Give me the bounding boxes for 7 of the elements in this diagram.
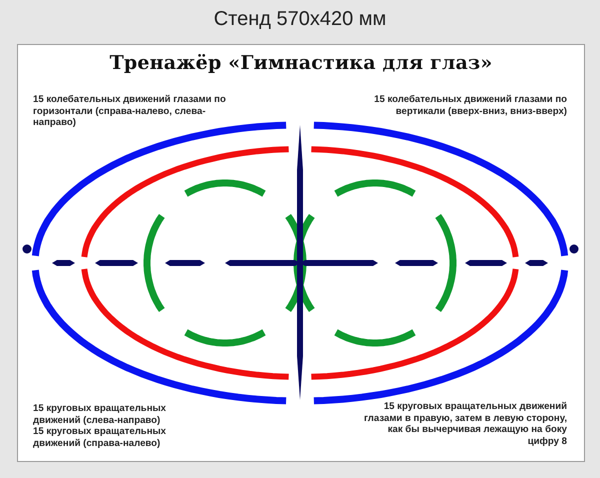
note-text: 15 круговых вращательных движений (слева-направо)	[33, 403, 168, 426]
note-text: 15 колебательных движений глазами по вертикали (вверх-вниз, вниз-вверх)	[373, 94, 567, 117]
note-text: 15 круговых вращательных движений глазами в правую, затем в левую сторону, как бы вычерчивая лежащую на боку цифру 8	[363, 401, 567, 447]
stand-size-heading: Стенд 570x420 мм	[212, 8, 388, 31]
title: Тренажёр «Гимнастика для глаз»	[108, 52, 494, 74]
note-text: 15 круговых вращательных движений (справа-налево)	[33, 426, 168, 449]
note-text: 15 колебательных движений глазами по горизонтали (справа-налево, слева-направо)	[33, 94, 227, 128]
